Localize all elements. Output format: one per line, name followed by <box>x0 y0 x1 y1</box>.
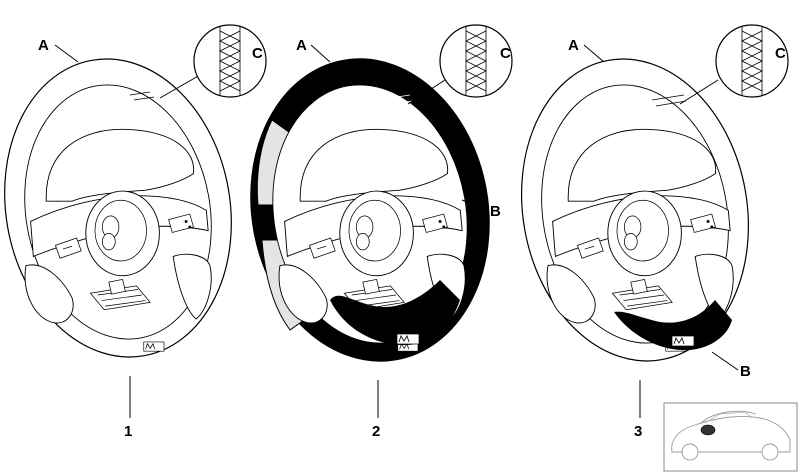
steering-wheel-2 <box>250 24 513 418</box>
steering-wheel-3 <box>520 24 789 418</box>
callout-b-wheel-2: B <box>490 203 501 220</box>
callout-c-wheel-2: C <box>500 45 511 62</box>
vehicle-thumbnail <box>663 402 798 472</box>
item-number-2: 2 <box>372 423 380 440</box>
callout-a-wheel-3: A <box>568 37 579 54</box>
callout-a-wheel-1: A <box>38 37 49 54</box>
item-number-1: 1 <box>124 423 132 440</box>
item-number-3: 3 <box>634 423 642 440</box>
callout-b-wheel-3: B <box>740 363 751 380</box>
callout-c-wheel-1: C <box>252 45 263 62</box>
steering-wheel-1 <box>4 24 267 418</box>
callout-a-wheel-2: A <box>296 37 307 54</box>
callout-c-wheel-3: C <box>775 45 786 62</box>
